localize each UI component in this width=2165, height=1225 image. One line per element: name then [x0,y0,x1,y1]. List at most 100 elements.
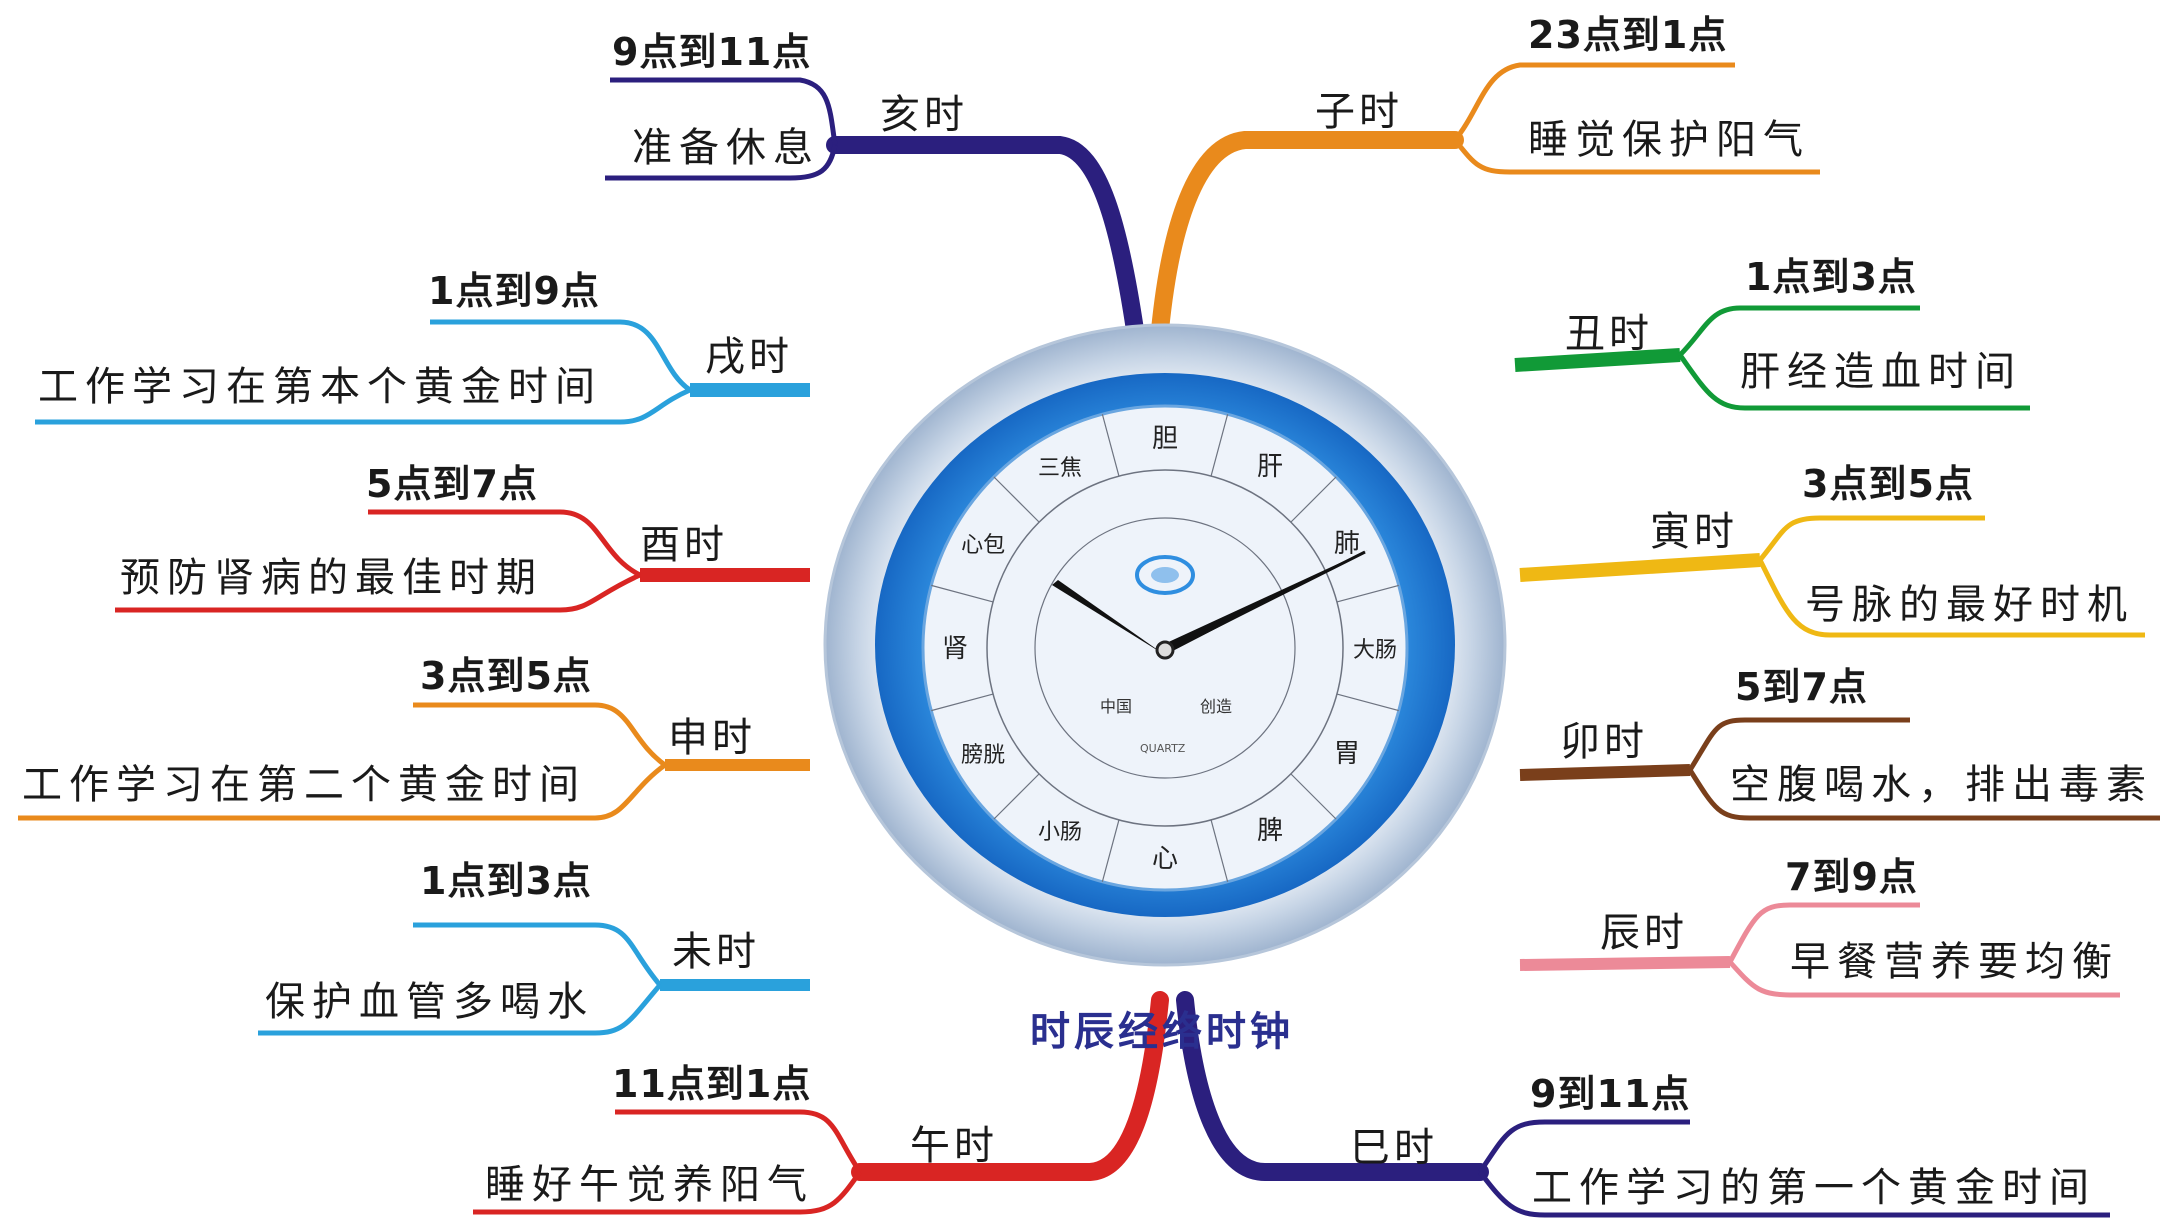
branch-zi-trunk [1151,131,1464,339]
clock-organ-label: 脾 [1257,816,1283,846]
branch-desc-you: 预防肾病的最佳时期 [120,555,543,601]
branch-shen-lower [18,762,667,821]
branch-chou-upper [1678,305,1920,357]
branch-time-yin: 3点到5点 [1802,462,1974,506]
branch-wu-lower [473,1170,863,1215]
branch-chen-lower [1728,960,2120,998]
branch-time-you: 5点到7点 [366,462,538,506]
clock-hour-hand [1052,580,1165,655]
branch-name-hai: 亥时 [880,92,968,138]
branch-name-wei: 未时 [672,929,760,975]
branch-desc-mao: 空腹喝水，排出毒素 [1730,762,2153,808]
clock-organ-label: 胆 [1152,424,1178,454]
clock-sector-dividers [931,414,1399,882]
clock-center-pin [1155,640,1175,660]
branch-name-yin: 寅时 [1650,509,1738,555]
clock-organ-label: 胃 [1334,739,1360,769]
clock-organ-label: 肝 [1257,452,1283,482]
clock-sector-divider [1210,414,1229,477]
branch-chou-lower [1677,353,2030,411]
branch-desc-chou: 肝经造血时间 [1740,349,2022,395]
clock-organ-label: 膀胱 [961,743,1005,768]
branch-wu-trunk [851,991,1169,1181]
clock-organ-label: 心包 [961,533,1005,558]
page-title: 时辰经络时钟 [1030,1009,1294,1055]
branch-yin-upper [1758,515,1985,562]
branch-chen-trunk [1519,956,1731,971]
branch-time-zi: 23点到1点 [1528,13,1728,57]
branch-lines [18,62,2160,1218]
branch-desc-hai: 准备休息 [632,125,820,171]
branch-si-upper [1477,1119,1690,1174]
branch-si-lower [1478,1170,2110,1218]
branch-desc-xu: 工作学习在第本个黄金时间 [38,364,602,410]
clock-brand-text: QUARTZ [1140,742,1186,755]
branch-desc-shen: 工作学习在第二个黄金时间 [22,762,586,808]
branch-desc-zi: 睡觉保护阳气 [1528,117,1810,163]
clock-organ-label: 小肠 [1038,820,1082,845]
branch-name-chou: 丑时 [1565,311,1653,357]
branch-time-hai: 9点到11点 [612,30,812,74]
branch-you-lower [115,572,642,613]
clock-face-mid-ring [1034,517,1296,779]
branch-hai-lower [605,144,838,181]
branch-desc-yin: 号脉的最好时机 [1805,582,2134,628]
clock-face-inner-ring [986,469,1344,827]
branch-mao-upper [1687,717,1910,772]
clock-organ-label: 大肠 [1353,638,1397,663]
clock-second-hand [1169,550,1366,652]
branch-desc-wu: 睡好午觉养阳气 [485,1162,814,1208]
branch-name-chen: 辰时 [1600,910,1688,956]
branch-time-chou: 1点到3点 [1745,255,1917,299]
branch-chen-upper [1727,902,1920,964]
clock-logo-icon [1135,555,1195,595]
clock-sector-divider [1210,819,1229,882]
branch-si-trunk [1176,991,1489,1181]
branch-name-xu: 戌时 [705,334,793,380]
branch-name-you: 酉时 [640,522,728,568]
branch-time-shen: 3点到5点 [420,654,592,698]
branch-time-si: 9到11点 [1530,1072,1691,1116]
branch-desc-wei: 保护血管多喝水 [265,979,594,1025]
branch-hai-trunk [826,136,1144,339]
clock-center-right-text: 创造 [1200,697,1232,716]
branch-name-shen: 申时 [668,715,756,761]
branch-desc-chen: 早餐营养要均衡 [1790,939,2119,985]
branch-you-upper [368,509,642,578]
clock-sector-divider [931,693,994,712]
branch-zi-upper [1453,62,1735,142]
clock-organ-label: 三焦 [1038,456,1082,481]
clock-sector-divider [1290,773,1337,820]
clock-center-left-text: 中国 [1100,697,1132,716]
branch-name-mao: 卯时 [1560,719,1648,765]
branch-shen-upper [413,702,667,768]
clock-organ-label: 肺 [1334,529,1360,559]
branch-name-zi: 子时 [1315,89,1403,135]
branch-mao-trunk [1519,764,1691,781]
branch-time-mao: 5到7点 [1735,665,1868,709]
branch-time-wu: 11点到1点 [612,1062,812,1106]
clock-sector-divider [1101,414,1120,477]
clock-sector-divider [931,584,994,603]
branch-yin-lower [1757,558,2145,638]
branch-mao-lower [1687,768,2160,821]
clock-organ-label: 心 [1152,844,1178,874]
clock-sector-divider [993,773,1040,820]
branch-xu-lower [35,387,691,425]
branch-wei-upper [413,922,662,987]
branch-zi-lower [1453,138,1820,175]
clock-sector-divider [1336,693,1399,712]
branch-chou-trunk [1514,348,1681,372]
branch-wei-lower [258,983,662,1036]
clock-organ-label: 肾 [942,634,968,664]
branch-hai-upper [610,77,838,146]
clock-sector-divider [1336,584,1399,603]
clock-sector-divider [993,476,1040,523]
branch-name-si: 巳时 [1350,1125,1438,1171]
branch-wu-upper [615,1109,863,1174]
clock-sector-divider [1290,476,1337,523]
branch-time-chen: 7到9点 [1785,855,1918,899]
